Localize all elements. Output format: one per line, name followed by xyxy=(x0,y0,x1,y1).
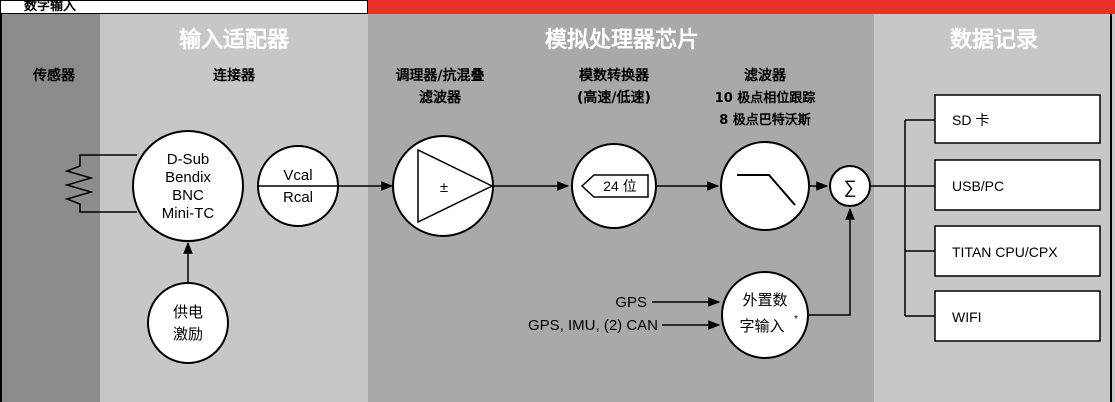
ext-input-line-1: 外置数 xyxy=(742,292,787,309)
adc-badge-shape xyxy=(580,174,649,198)
input-gps-imu-can: GPS, IMU, (2) CAN xyxy=(528,317,658,334)
adc-badge: 24 位 xyxy=(603,178,636,194)
filter-circle xyxy=(720,141,810,231)
band-sensor xyxy=(0,14,100,402)
header-input-adapter: 输入适配器 xyxy=(179,27,290,53)
resistor-icon xyxy=(64,154,137,213)
top-label: 数字输入 xyxy=(24,0,76,14)
label-connector: 连接器 xyxy=(213,67,256,84)
power-line-2: 激励 xyxy=(173,326,203,343)
connector-circle xyxy=(132,130,244,242)
output-label-4: WIFI xyxy=(952,309,982,325)
label-sensor: 传感器 xyxy=(32,67,76,84)
red-bar xyxy=(368,0,1115,14)
amplifier-icon xyxy=(417,148,494,224)
lowpass-icon xyxy=(737,174,796,206)
output-wifi xyxy=(934,290,1101,342)
conditioner-title-2: 滤波器 xyxy=(419,89,462,106)
output-label-3: TITAN CPU/CPX xyxy=(952,244,1058,260)
output-label-2: USB/PC xyxy=(952,178,1004,194)
input-gps: GPS xyxy=(615,294,647,311)
adc-title-1: 模数转换器 xyxy=(579,67,650,84)
connector-line-4: Mini-TC xyxy=(162,205,215,222)
connector-line-2: Bendix xyxy=(165,169,211,186)
conditioner-title-1: 调理器/抗混叠 xyxy=(395,67,484,84)
ext-input-line-2: 字输入 xyxy=(739,318,784,335)
filter-title-3: 8 极点巴特沃斯 xyxy=(719,112,811,128)
cal-vcal: Vcal xyxy=(283,167,312,184)
header-data-record: 数据记录 xyxy=(950,27,1038,53)
output-usb-pc xyxy=(934,159,1101,211)
power-line-1: 供电 xyxy=(173,304,203,321)
filter-title-2: 10 极点相位跟踪 xyxy=(715,90,816,106)
amplifier-symbol: ± xyxy=(440,179,448,196)
filter-title-1: 滤波器 xyxy=(744,67,787,84)
output-titan-cpu xyxy=(934,225,1101,277)
output-sd-card xyxy=(934,94,1101,144)
connector-line-3: BNC xyxy=(172,187,204,204)
adc-title-2: (高速/低速) xyxy=(577,89,651,106)
connector-line-1: D-Sub xyxy=(167,151,210,168)
header-analog-chip: 模拟处理器芯片 xyxy=(545,27,699,53)
cal-rcal: Rcal xyxy=(283,189,313,206)
output-label-1: SD 卡 xyxy=(952,112,989,128)
power-circle xyxy=(147,282,229,364)
ext-input-sup: * xyxy=(794,314,798,325)
sum-icon: ∑ xyxy=(844,177,857,197)
